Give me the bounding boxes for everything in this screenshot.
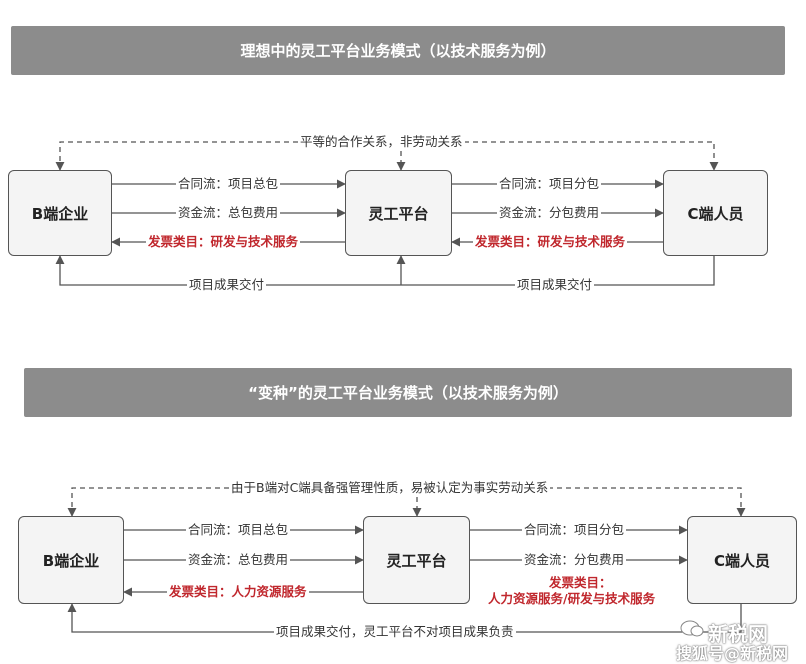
contract-flow-right-2: 合同流：项目分包: [522, 522, 627, 538]
node-b-enterprise-1: B端企业: [8, 170, 112, 256]
node-b-enterprise-2: B端企业: [18, 516, 124, 604]
watermark-title: 新税网: [708, 622, 768, 646]
contract-flow-left-1: 合同流：项目总包: [176, 176, 281, 192]
invoice-right-2-line1: 发票类目：: [549, 575, 612, 590]
fund-flow-right-2: 资金流：分包费用: [522, 552, 627, 568]
watermark-source: 搜狐号@新税网: [676, 644, 789, 663]
contract-flow-right-1: 合同流：项目分包: [497, 176, 602, 192]
invoice-right-2-line2: 人力资源服务/研发与技术服务: [488, 591, 656, 606]
fund-flow-left-1: 资金流：总包费用: [176, 205, 281, 221]
delivery-label-2: 项目成果交付，灵工平台不对项目成果负责: [274, 624, 516, 640]
contract-flow-left-2: 合同流：项目总包: [186, 522, 291, 538]
section2-title: “变种”的灵工平台业务模式（以技术服务为例）: [24, 368, 792, 417]
invoice-right-1: 发票类目：研发与技术服务: [473, 234, 628, 250]
invoice-left-2: 发票类目：人力资源服务: [167, 584, 309, 600]
fund-flow-left-2: 资金流：总包费用: [186, 552, 291, 568]
relation-label-1: 平等的合作关系，非劳动关系: [298, 134, 465, 150]
node-c-person-2: C端人员: [687, 516, 797, 604]
delivery-left-1: 项目成果交付: [187, 277, 267, 293]
node-platform-1: 灵工平台: [345, 170, 452, 256]
fund-flow-right-1: 资金流：分包费用: [497, 205, 602, 221]
delivery-right-1: 项目成果交付: [515, 277, 595, 293]
node-platform-2: 灵工平台: [363, 516, 470, 604]
section1-title: 理想中的灵工平台业务模式（以技术服务为例）: [11, 26, 785, 75]
relation-label-2: 由于B端对C端具备强管理性质，易被认定为事实劳动关系: [229, 480, 551, 496]
invoice-left-1: 发票类目：研发与技术服务: [146, 234, 301, 250]
node-c-person-1: C端人员: [663, 170, 768, 256]
chat-bubble-icon: [680, 620, 704, 637]
